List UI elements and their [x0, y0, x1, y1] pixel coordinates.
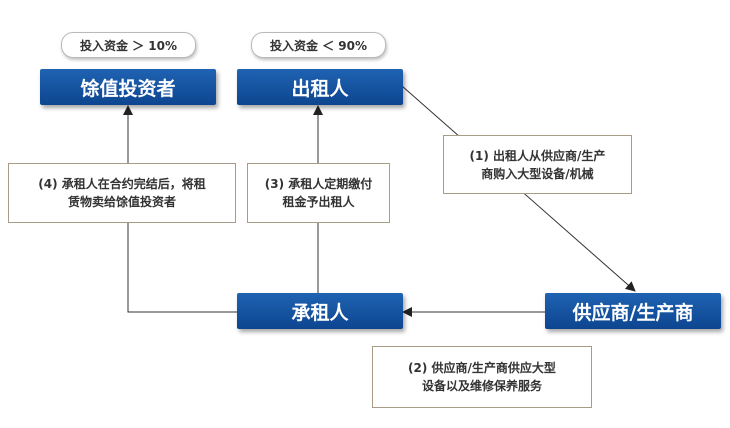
note-step1-line1: (1) 出租人从供应商/生产	[469, 148, 606, 163]
note-step1: (1) 出租人从供应商/生产 商购入大型设备/机械	[443, 135, 632, 194]
note-step3-line2: 租金予出租人	[282, 195, 355, 209]
note-step2-line1: (2) 供应商/生产商供应大型	[408, 361, 556, 375]
note-step2: (2) 供应商/生产商供应大型 设备以及维修保养服务	[372, 346, 592, 408]
node-supplier-label: 供应商/生产商	[572, 301, 694, 324]
node-lessor: 出租人	[237, 69, 403, 105]
lessor-funding-text: 投入资金 ＜ 90%	[269, 38, 368, 53]
note-step2-line2: 设备以及维修保养服务	[421, 379, 542, 393]
note-step4: (4) 承租人在合约完结后，将租 赁物卖给馀值投资者	[8, 163, 236, 223]
node-lessee-label: 承租人	[291, 301, 349, 324]
node-investor-label: 馀值投资者	[80, 77, 176, 100]
note-step1-line2: 商购入大型设备/机械	[481, 166, 594, 181]
note-step3-line1: (3) 承租人定期缴付	[264, 177, 373, 191]
note-step4-line1: (4) 承租人在合约完结后，将租	[38, 177, 206, 191]
node-lessee: 承租人	[237, 293, 403, 329]
investor-funding-text: 投入资金 ＞ 10%	[79, 38, 178, 53]
node-investor: 馀值投资者	[40, 69, 216, 105]
note-step3: (3) 承租人定期缴付 租金予出租人	[247, 163, 390, 223]
investor-funding-tag: 投入资金 ＞ 10%	[61, 32, 196, 58]
node-supplier: 供应商/生产商	[545, 293, 721, 329]
node-lessor-label: 出租人	[291, 77, 349, 100]
note-step4-line2: 赁物卖给馀值投资者	[67, 195, 176, 209]
lessor-funding-tag: 投入资金 ＜ 90%	[251, 32, 386, 58]
